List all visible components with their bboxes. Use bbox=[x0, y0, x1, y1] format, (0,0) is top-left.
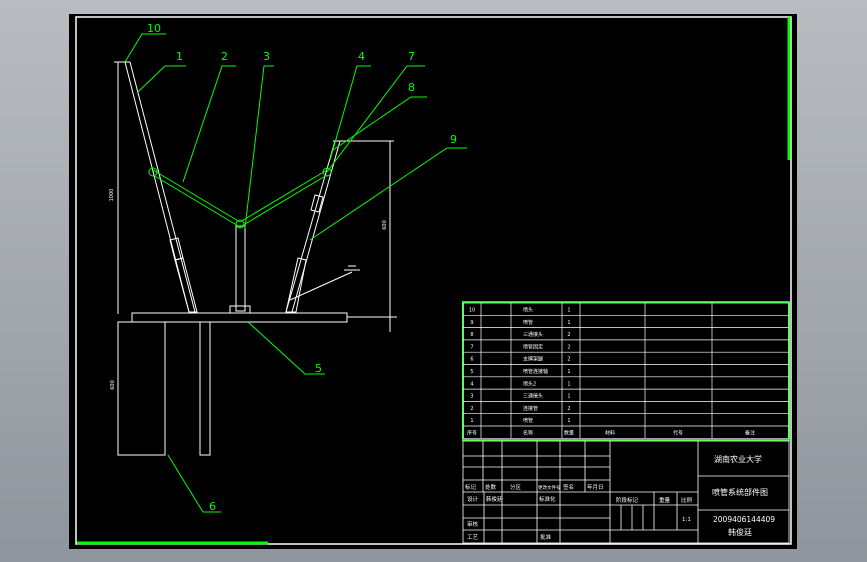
parts-row-no: 8 bbox=[470, 332, 473, 338]
designer-name: 韩俊廷 bbox=[486, 495, 503, 503]
callout-10: 10 bbox=[147, 22, 161, 35]
parts-row-name: 支撑架腿 bbox=[523, 356, 543, 363]
parts-row-name: 喷管固定 bbox=[523, 343, 543, 350]
label-review: 审核 bbox=[467, 520, 479, 528]
label-standard: 标准化 bbox=[539, 495, 556, 503]
parts-row-no: 1 bbox=[470, 418, 473, 424]
label-mark: 标记 bbox=[465, 483, 477, 491]
parts-row-no: 5 bbox=[470, 369, 473, 375]
parts-row-qty: 1 bbox=[567, 418, 570, 424]
parts-row-qty: 1 bbox=[567, 381, 570, 387]
parts-row-name: 喷管 bbox=[523, 319, 533, 326]
parts-row-qty: 2 bbox=[567, 332, 570, 338]
parts-row-no: 6 bbox=[470, 357, 473, 363]
parts-row-name: 喷头2 bbox=[523, 380, 536, 387]
callout-8: 8 bbox=[408, 81, 415, 94]
connecting-pipes bbox=[148, 167, 332, 229]
callout-3: 3 bbox=[263, 50, 270, 63]
parts-header-no: 序号 bbox=[467, 430, 477, 437]
parts-row-name: 三通接头 bbox=[523, 393, 543, 400]
parts-row-qty: 1 bbox=[567, 320, 570, 326]
parts-row-no: 10 bbox=[469, 308, 475, 314]
spray-assembly-drawing bbox=[114, 61, 397, 456]
label-approve: 批准 bbox=[540, 533, 552, 541]
parts-row-qty: 1 bbox=[567, 369, 570, 375]
center-post bbox=[235, 225, 246, 312]
callout-4: 4 bbox=[358, 50, 365, 63]
parts-header-note: 备注 bbox=[745, 430, 755, 437]
parts-header-code: 代号 bbox=[673, 430, 683, 437]
scale-value: 1:1 bbox=[682, 517, 691, 523]
parts-row-qty: 1 bbox=[567, 394, 570, 400]
callout-9: 9 bbox=[450, 133, 457, 146]
parts-row-no: 3 bbox=[470, 394, 473, 400]
drawing-number: 2009406144409 bbox=[713, 515, 775, 524]
support-leg-right bbox=[199, 321, 211, 456]
parts-row-qty: 2 bbox=[567, 357, 570, 363]
label-process: 工艺 bbox=[467, 534, 479, 541]
parts-row-name: 喷头 bbox=[523, 307, 533, 314]
label-date: 年月日 bbox=[587, 483, 604, 491]
parts-header-qty: 数量 bbox=[564, 430, 574, 437]
dim-text-height-total: 1000 bbox=[109, 189, 115, 202]
drawing-background bbox=[69, 14, 797, 549]
label-ratio: 比例 bbox=[681, 496, 693, 504]
dim-text-height-leg: 600 bbox=[110, 380, 116, 390]
callout-1: 1 bbox=[176, 50, 183, 63]
label-zone: 分区 bbox=[510, 483, 522, 491]
parts-row-name: 喷管连接轴 bbox=[523, 368, 548, 375]
drawing-frame bbox=[75, 16, 792, 545]
parts-row-name: 三通接头 bbox=[523, 331, 543, 338]
parts-header-material: 材料 bbox=[605, 430, 615, 437]
parts-row-qty: 1 bbox=[567, 308, 570, 314]
parts-row-no: 2 bbox=[470, 406, 473, 412]
drawing-title: 喷管系统部件图 bbox=[712, 487, 768, 497]
school-name: 湖南农业大学 bbox=[714, 454, 762, 464]
label-weight: 重量 bbox=[659, 496, 671, 504]
leader-lines bbox=[124, 33, 467, 513]
label-design: 设计 bbox=[467, 495, 479, 503]
parts-row-qty: 2 bbox=[567, 344, 570, 350]
label-stage: 阶段标记 bbox=[616, 496, 639, 504]
label-count: 处数 bbox=[485, 483, 497, 491]
parts-row-no: 7 bbox=[470, 344, 473, 350]
callout-7: 7 bbox=[408, 50, 415, 63]
parts-row-no: 4 bbox=[470, 381, 473, 387]
support-leg-left bbox=[117, 321, 166, 456]
left-spray-tube bbox=[124, 61, 190, 313]
dim-text-height-right: 600 bbox=[382, 220, 388, 230]
label-change-doc: 更改文件号 bbox=[538, 484, 561, 491]
parts-header-name: 名称 bbox=[523, 430, 533, 437]
label-sign: 签名 bbox=[563, 483, 574, 491]
callout-6: 6 bbox=[209, 500, 216, 513]
parts-row-name: 连接管 bbox=[523, 405, 538, 412]
title-block bbox=[462, 440, 790, 544]
author-name: 韩俊廷 bbox=[728, 527, 752, 537]
parts-row-no: 9 bbox=[470, 320, 473, 326]
right-spray-tube bbox=[285, 140, 336, 313]
callout-2: 2 bbox=[221, 50, 228, 63]
parts-row-qty: 2 bbox=[567, 406, 570, 412]
parts-list: 10 喷头 1 9 喷管 1 8 三通接头 2 7 喷管固定 2 6 支撑架腿 2 5 喷管连接轴 1 4 喷头2 1 3… bbox=[462, 301, 790, 441]
parts-row-name: 喷管 bbox=[523, 417, 533, 424]
callout-5: 5 bbox=[315, 362, 322, 375]
